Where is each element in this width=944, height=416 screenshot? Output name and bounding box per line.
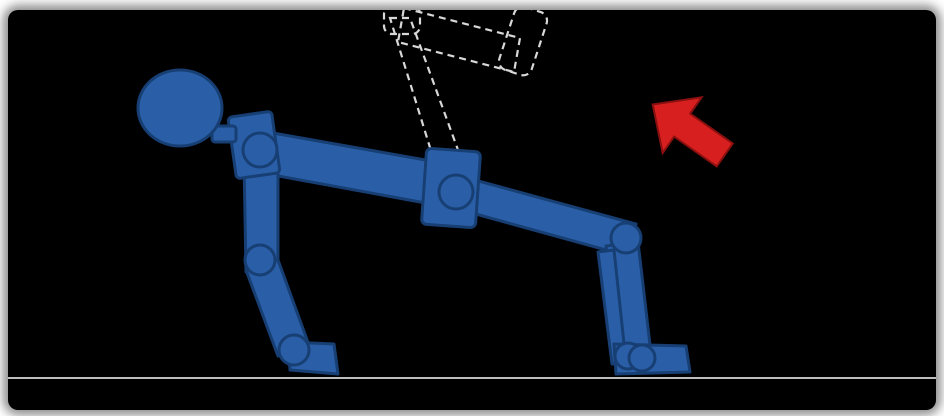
wrist-joint bbox=[279, 335, 309, 365]
ghost-arm-outline bbox=[384, 10, 549, 154]
rear-thigh bbox=[454, 176, 636, 256]
rear-toe-joint bbox=[629, 345, 655, 371]
simulation-viewport bbox=[8, 10, 936, 410]
ghost-forearm bbox=[398, 10, 520, 72]
ghost-hand bbox=[497, 10, 550, 78]
elbow-joint bbox=[245, 245, 275, 275]
scene-canvas bbox=[8, 10, 936, 410]
force-arrow bbox=[633, 77, 744, 183]
arrow-up-left-icon bbox=[633, 77, 744, 183]
head bbox=[138, 70, 222, 146]
ghost-upper-arm bbox=[390, 18, 458, 154]
hip-joint bbox=[439, 175, 473, 209]
rear-knee-joint bbox=[611, 223, 641, 253]
robot-figure bbox=[138, 70, 690, 374]
shoulder-joint bbox=[243, 133, 277, 167]
